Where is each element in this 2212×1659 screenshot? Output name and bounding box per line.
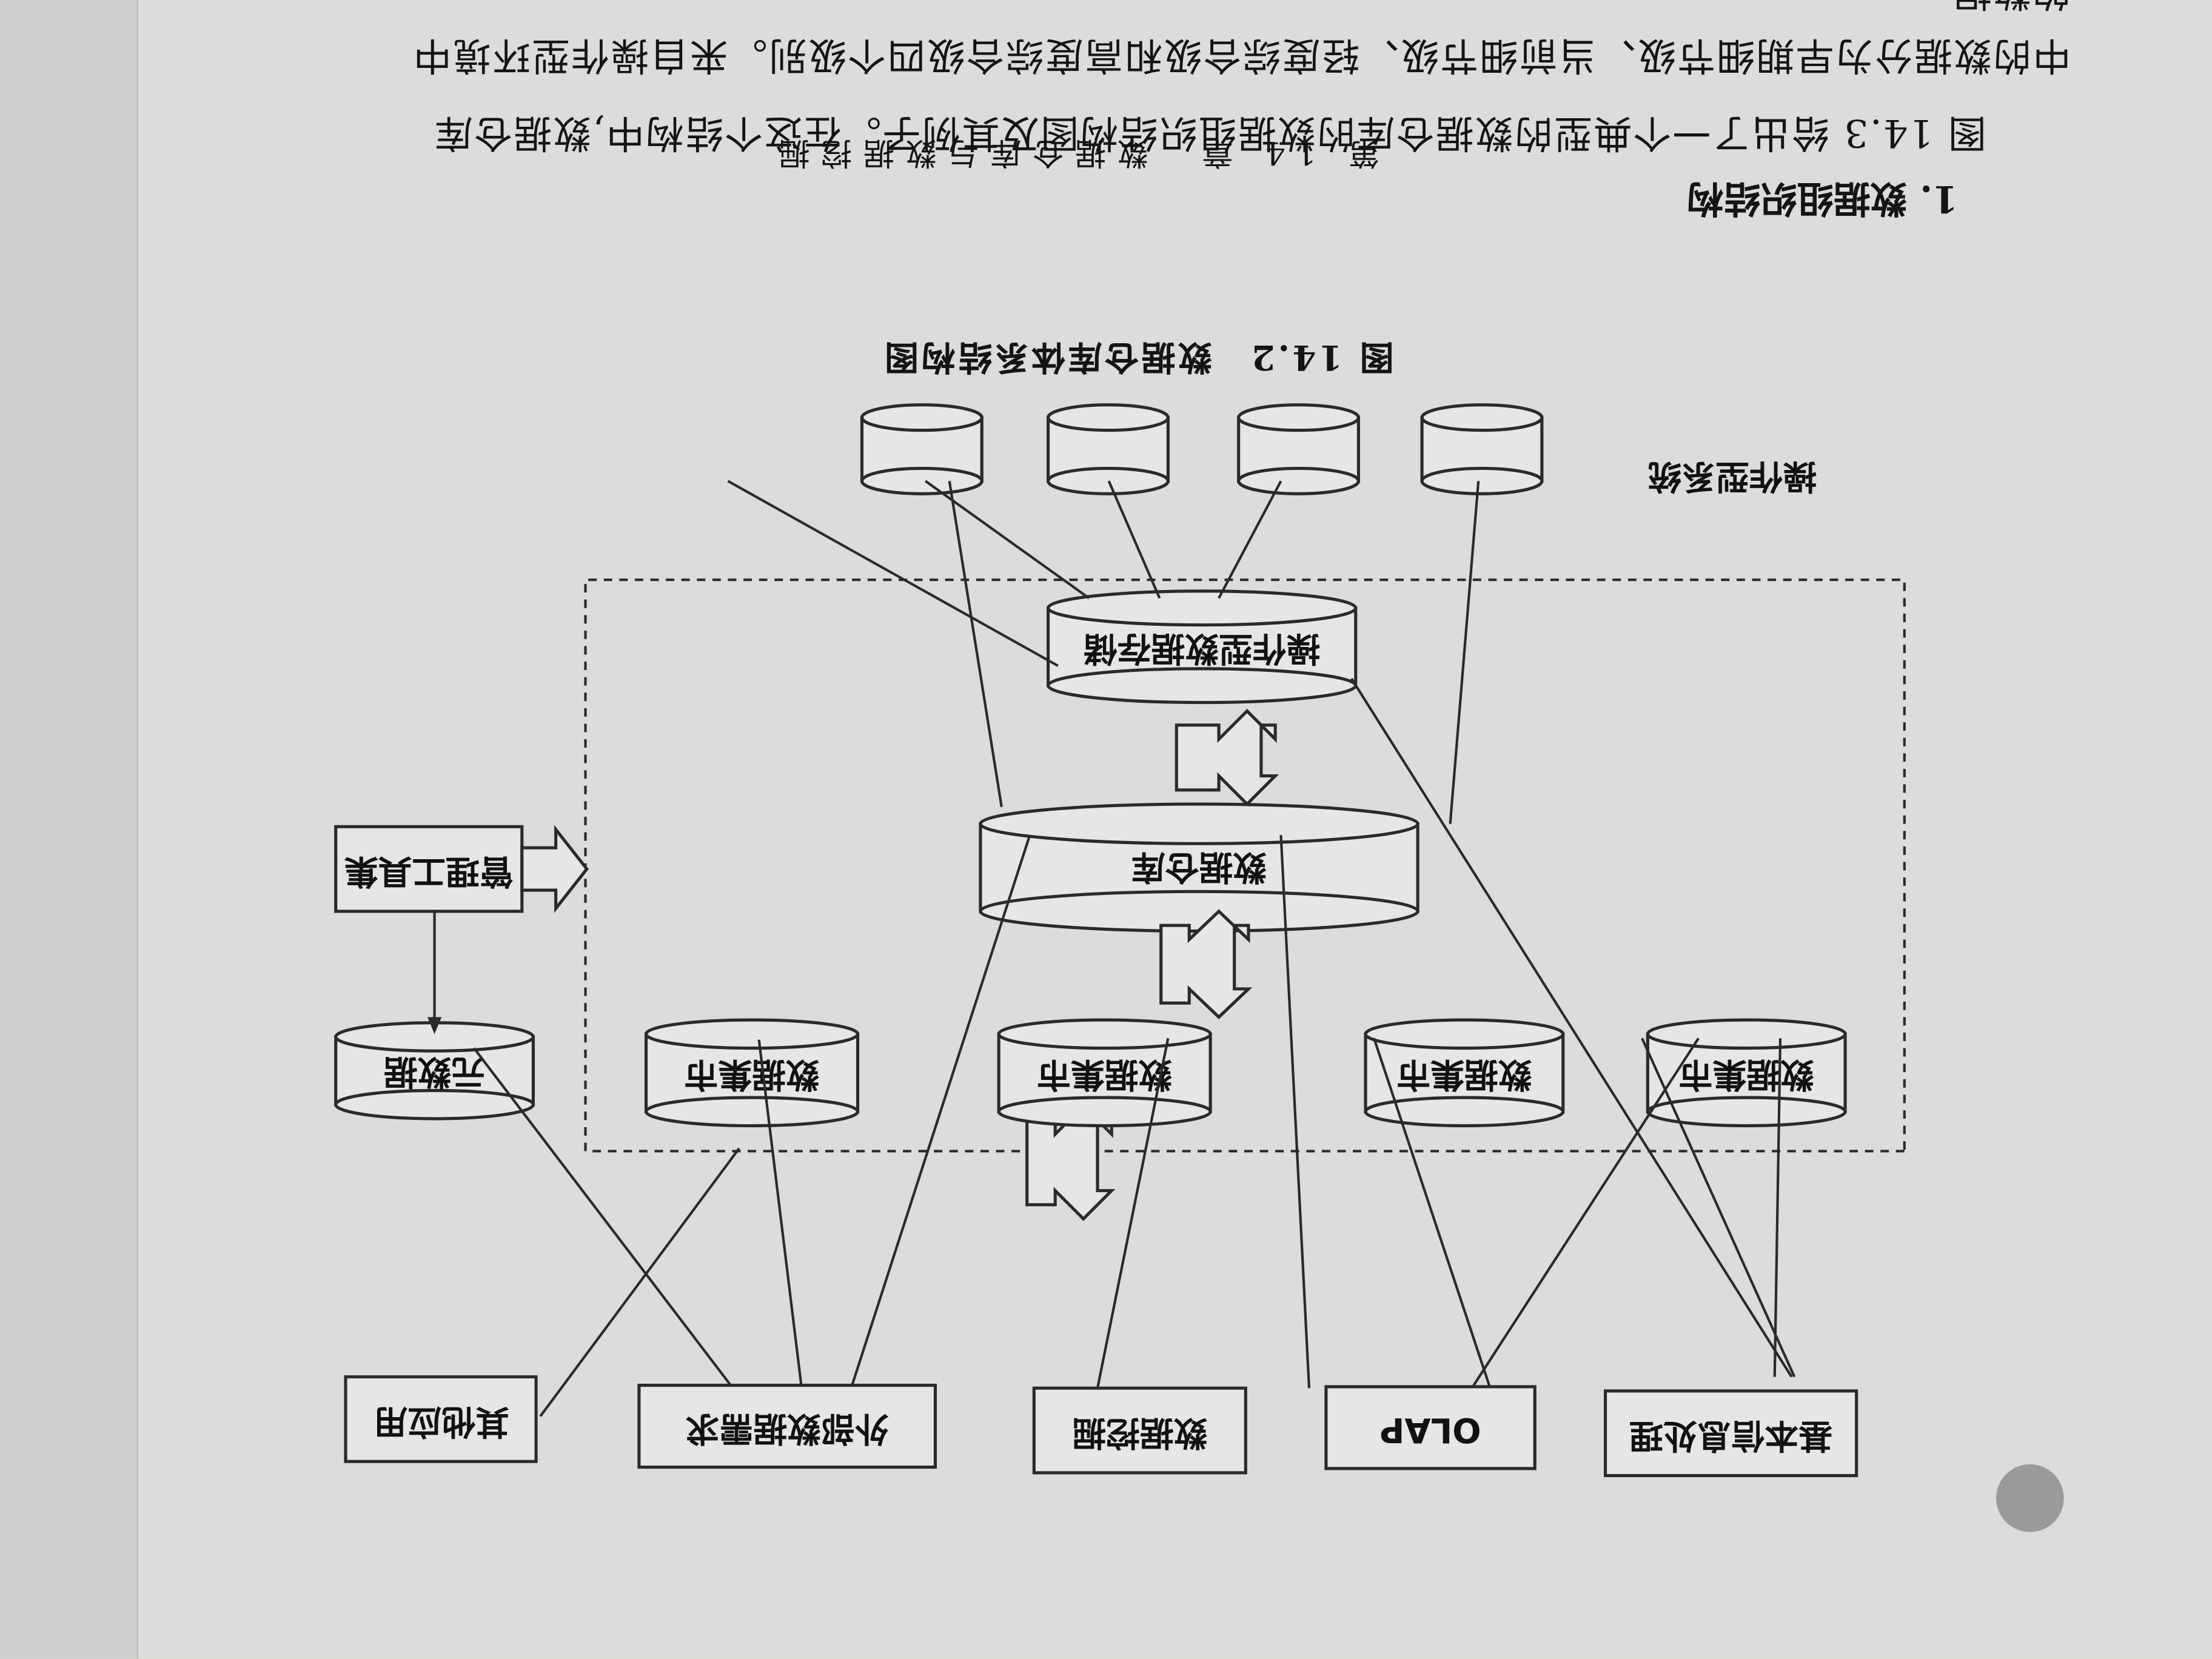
metadata-label: 元数据 bbox=[384, 1051, 485, 1091]
mgmt-tools-label: 管理工具集 bbox=[344, 851, 514, 891]
source-db-1 bbox=[1420, 403, 1544, 495]
data-warehouse-label: 数据仓库 bbox=[1131, 847, 1267, 886]
datamart-1 bbox=[1646, 1018, 1847, 1128]
app-data-mining-box bbox=[1032, 1386, 1247, 1475]
section-heading: 1. 数据组织结构 bbox=[1687, 176, 1959, 219]
mgmt-tools-arrow bbox=[520, 825, 589, 913]
data-warehouse-store bbox=[979, 802, 1419, 933]
datamart-3-label: 数据集市 bbox=[1037, 1054, 1172, 1094]
app-data-mining-label: 数据挖掘 bbox=[1072, 1413, 1207, 1452]
datamart-2 bbox=[1364, 1018, 1565, 1128]
app-basic-info-box bbox=[1603, 1389, 1858, 1478]
dw-datamart-double-arrow bbox=[1159, 909, 1253, 1019]
datamart-1-label: 数据集市 bbox=[1679, 1054, 1814, 1094]
ods-store bbox=[1047, 589, 1358, 705]
paragraph-line-1: 图 14.3 给出了一个典型的数据仓库的数据组织结构图及其例子。在这个结构中,数… bbox=[433, 110, 1986, 154]
app-other-label: 其他应用 bbox=[374, 1401, 509, 1441]
datamart-4-label: 数据集市 bbox=[684, 1054, 819, 1094]
ods-dw-double-arrow bbox=[1175, 708, 1279, 806]
source-db-4 bbox=[860, 403, 984, 495]
source-group-label: 操作型系统 bbox=[1647, 457, 1817, 496]
paragraph-line-3: 的数据 bbox=[1952, 0, 2071, 22]
source-db-3 bbox=[1047, 403, 1170, 495]
app-external-data-box bbox=[637, 1384, 937, 1469]
app-olap-label: OLAP bbox=[1379, 1410, 1481, 1449]
datamart-4 bbox=[644, 1018, 860, 1128]
ods-store-label: 操作型数据存储 bbox=[1084, 628, 1321, 668]
figure-caption: 图 14.2 数据仓库体系结构图 bbox=[882, 337, 1394, 378]
app-other-box bbox=[344, 1375, 538, 1463]
source-db-2 bbox=[1237, 403, 1360, 495]
paragraph-line-2: 中的数据分为早期细节级、当前细节级、轻度综合级和高度综合级四个级别。来自操作型环… bbox=[412, 32, 2071, 76]
connector-lines bbox=[473, 480, 1796, 1418]
datamart-2-label: 数据集市 bbox=[1396, 1054, 1532, 1094]
app-olap-box bbox=[1324, 1385, 1537, 1470]
app-external-data-label: 外部数据需求 bbox=[686, 1409, 889, 1448]
metadata-store bbox=[334, 1021, 535, 1121]
app-basic-info-label: 基本信息处理 bbox=[1629, 1416, 1832, 1455]
datamart-3 bbox=[997, 1018, 1212, 1128]
